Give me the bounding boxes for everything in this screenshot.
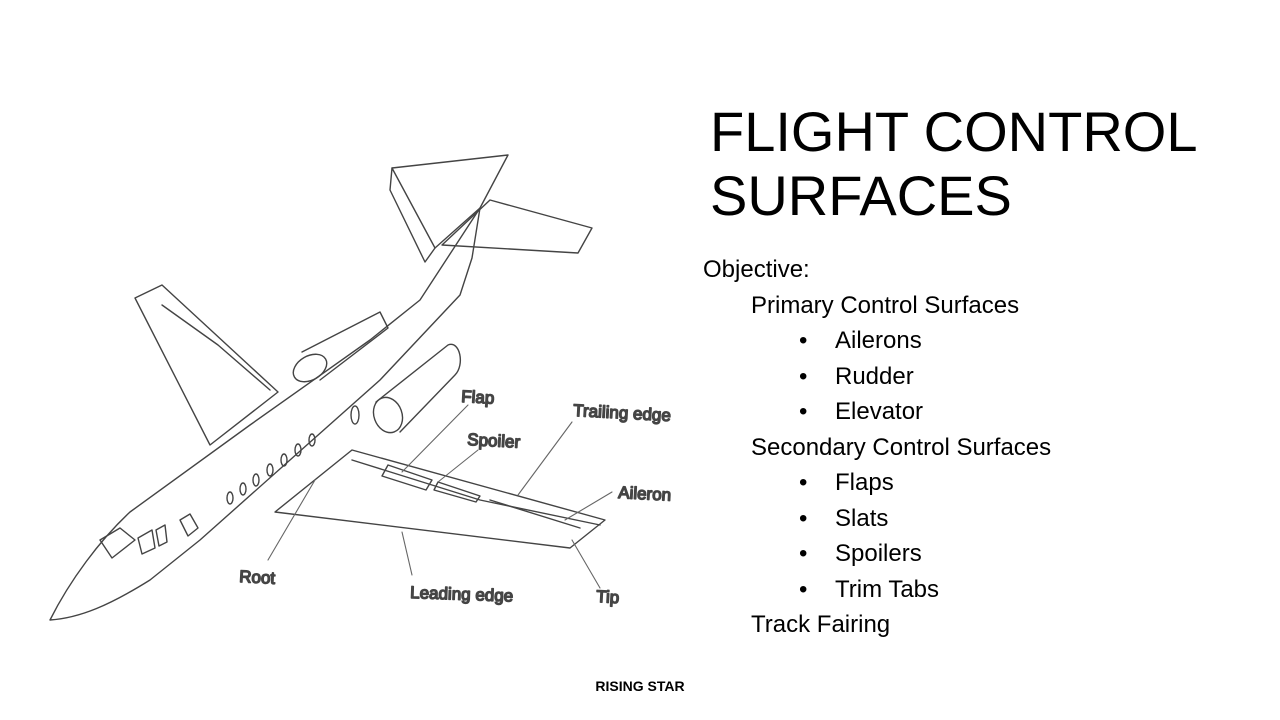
bullet-icon: •	[799, 398, 808, 425]
cabin-window	[266, 463, 274, 477]
bullet-icon: •	[799, 540, 808, 567]
list-item: • Ailerons	[703, 323, 1263, 359]
near-wing-aileron-line	[489, 499, 581, 529]
far-wing	[134, 284, 279, 446]
label-flap: Flap	[461, 387, 495, 408]
objective-label: Objective:	[703, 256, 810, 283]
near-engine-nacelle	[375, 343, 462, 433]
page-title: FLIGHT CONTROL SURFACES	[710, 100, 1270, 228]
objective-list: Objective: Primary Control Surfaces • Ail…	[703, 252, 1263, 643]
far-engine-nacelle	[301, 311, 389, 381]
track-fairing-heading: Track Fairing	[751, 611, 891, 638]
footer-brand: RISING STAR	[595, 678, 685, 694]
list-item-label: Ailerons	[835, 327, 922, 354]
list-item-label: Spoilers	[835, 540, 922, 567]
list-item-label: Elevator	[835, 398, 924, 425]
list-item: • Slats	[703, 501, 1263, 537]
far-engine-intake	[292, 353, 328, 383]
leader-line-spoiler	[437, 449, 479, 483]
label-trailing-edge: Trailing edge	[573, 401, 672, 425]
primary-heading: Primary Control Surfaces	[751, 291, 1020, 319]
near-wing-trailing-edge-line	[351, 459, 601, 526]
cockpit-window-3	[155, 524, 168, 547]
list-item: • Elevator	[703, 394, 1263, 430]
bullet-icon: •	[799, 575, 808, 603]
cabin-window	[280, 453, 288, 467]
label-leading-edge: Leading edge	[410, 583, 514, 606]
near-wing	[274, 449, 606, 549]
far-wing-flap-line	[161, 304, 271, 391]
cabin-window	[226, 491, 234, 505]
leader-line-trailing-edge	[517, 421, 573, 496]
cockpit-window-2	[137, 529, 156, 555]
fuselage	[49, 207, 481, 621]
cabin-window	[294, 443, 302, 457]
list-item: • Rudder	[703, 359, 1263, 395]
label-aileron: Aileron	[618, 483, 672, 505]
title-line-2: SURFACES	[710, 164, 1012, 227]
list-item: • Trim Tabs	[703, 572, 1263, 608]
leader-line-root	[267, 479, 316, 561]
leader-line-tip	[571, 539, 601, 589]
cabin-window	[239, 482, 247, 496]
bullet-icon: •	[799, 469, 808, 496]
near-wing-spoiler-panel	[433, 481, 481, 503]
list-item-label: Trim Tabs	[835, 575, 940, 603]
cabin-window	[350, 405, 360, 425]
bullet-icon: •	[799, 504, 808, 532]
near-wing-flap-panel	[381, 464, 433, 491]
list-item: • Flaps	[703, 465, 1263, 501]
label-root: Root	[239, 567, 276, 588]
leader-line-aileron	[564, 491, 613, 521]
label-spoiler: Spoiler	[467, 430, 521, 452]
cockpit-window	[99, 527, 136, 559]
leader-line-flap	[401, 404, 469, 473]
list-item: • Spoilers	[703, 536, 1263, 572]
cabin-window	[308, 433, 316, 447]
secondary-heading: Secondary Control Surfaces	[751, 433, 1052, 461]
aircraft-diagram: Flap Spoiler Trailing edge Aileron Root …	[40, 140, 690, 640]
list-item-label: Slats	[835, 504, 889, 532]
leader-line-leading-edge	[401, 531, 413, 576]
horizontal-stabilizer	[441, 199, 593, 254]
vertical-stabilizer	[389, 167, 436, 263]
list-item-label: Flaps	[835, 469, 894, 496]
entry-door	[179, 513, 199, 537]
label-tip: Tip	[596, 587, 620, 607]
vertical-stabilizer-edge	[391, 154, 509, 249]
cabin-window	[252, 473, 260, 487]
aircraft-illustration: Flap Spoiler Trailing edge Aileron Root …	[49, 154, 672, 621]
title-line-1: FLIGHT CONTROL	[710, 100, 1198, 163]
list-item-label: Rudder	[835, 362, 914, 390]
bullet-icon: •	[799, 362, 808, 390]
bullet-icon: •	[799, 327, 808, 354]
